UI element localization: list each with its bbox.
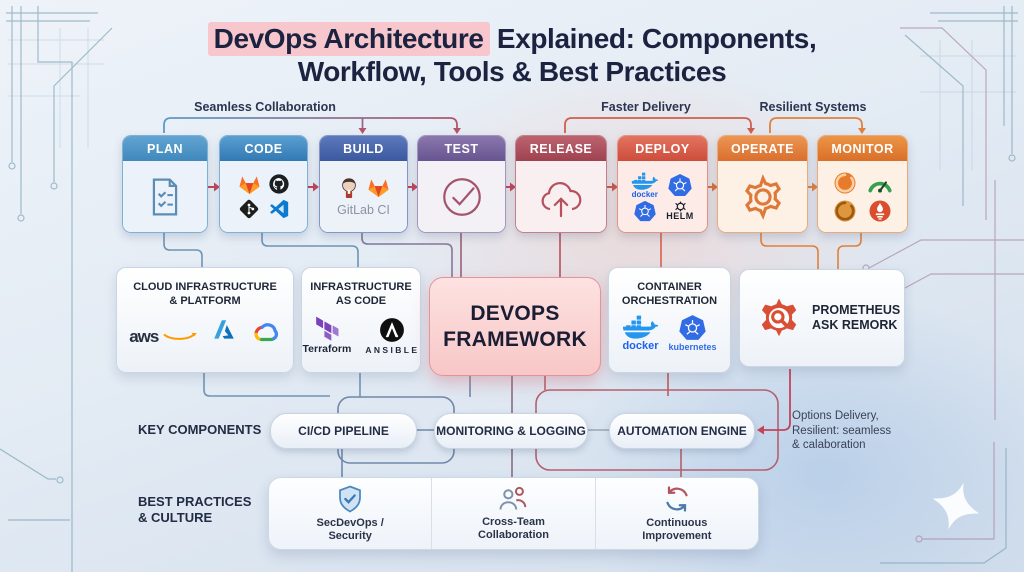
annotation-note: Options Delivery, Resilient: seamless & … [792, 410, 892, 451]
stage-code-header: CODE [220, 136, 307, 161]
gitlab-icon [367, 177, 390, 198]
stage-operate: OPERATE [717, 135, 808, 233]
prometheus-icon [868, 199, 892, 223]
terraform-label: Terraform [302, 343, 352, 355]
stage-build-header: BUILD [320, 136, 407, 161]
stage-monitor: MONITOR [817, 135, 908, 233]
kubernetes-icon [634, 200, 656, 222]
best-practices-label: BEST PRACTICES& CULTURE [138, 494, 252, 525]
stage-operate-header: OPERATE [718, 136, 807, 161]
stage-deploy: DEPLOY docker HELM [617, 135, 708, 233]
stage-monitor-header: MONITOR [818, 136, 907, 161]
flow-label-faster: Faster Delivery [601, 100, 691, 114]
terraform-icon [316, 316, 339, 341]
azure-icon [214, 320, 234, 339]
gcp-icon [254, 323, 278, 342]
key-components-label: KEY COMPONENTS [138, 422, 262, 437]
title-line-2: Workflow, Tools & Best Practices [297, 56, 727, 87]
task-list-icon [152, 177, 178, 216]
stage-plan: PLAN [122, 135, 208, 233]
helm-label: HELM [666, 210, 694, 221]
stage-plan-header: PLAN [123, 136, 207, 161]
page-title: DevOps Architecture Explained: Component… [0, 22, 1024, 88]
cloud-upload-icon [541, 181, 582, 217]
gear-icon [744, 173, 781, 220]
pill-automation-engine: AUTOMATION ENGINE [609, 413, 755, 449]
check-circle-icon [442, 177, 481, 216]
github-icon [268, 174, 289, 194]
cloud-platform-box: CLOUD INFRASTRUCTURE& PLATFORM aws [116, 267, 294, 373]
stage-test-header: TEST [418, 136, 505, 161]
stage-release: RELEASE [515, 135, 607, 233]
bp-item-security: SecDevOps /Security [269, 478, 431, 549]
stage-release-header: RELEASE [516, 136, 606, 161]
cycle-icon [666, 486, 688, 512]
jenkins-icon [341, 178, 356, 199]
docker-icon [631, 172, 658, 191]
helm-icon: HELM [666, 201, 694, 221]
ansible-icon [380, 318, 405, 342]
title-highlight: DevOps Architecture [207, 22, 490, 56]
kubernetes-icon [679, 314, 706, 341]
pill-monitoring-logging: MONITORING & LOGGING [434, 413, 588, 449]
flow-label-seamless: Seamless Collaboration [194, 100, 336, 114]
team-icon [500, 486, 527, 510]
stage-deploy-header: DEPLOY [618, 136, 707, 161]
grafana-icon [833, 171, 857, 195]
stage-code: CODE [219, 135, 308, 233]
git-icon [239, 199, 259, 219]
docker-icon [622, 315, 658, 340]
docker-label: docker [622, 340, 659, 352]
flow-label-resilient: Resilient Systems [759, 100, 867, 114]
stage-build: BUILD GitLab CI [319, 135, 408, 233]
gitlab-icon [238, 174, 261, 195]
gauge-icon [867, 180, 892, 193]
stage-test: TEST [417, 135, 506, 233]
sparkle-icon [932, 482, 980, 530]
aws-icon: aws [129, 328, 197, 345]
cloud-platform-title: CLOUD INFRASTRUCTURE& PLATFORM [133, 281, 277, 307]
pill-cicd-pipeline: CI/CD PIPELINE [270, 413, 417, 449]
gear-magnifier-icon [761, 298, 797, 337]
docker-label: docker [631, 189, 658, 199]
build-caption: GitLab CI [337, 203, 390, 217]
kubernetes-icon [668, 173, 692, 197]
grafana-icon [834, 200, 855, 221]
kubernetes-label: kubernetes [668, 342, 717, 352]
title-line-1: DevOps Architecture Explained: Component… [0, 22, 1024, 56]
vscode-icon [269, 199, 288, 219]
ansible-label: ANSIBLE [365, 345, 420, 355]
shield-check-icon [339, 485, 362, 513]
